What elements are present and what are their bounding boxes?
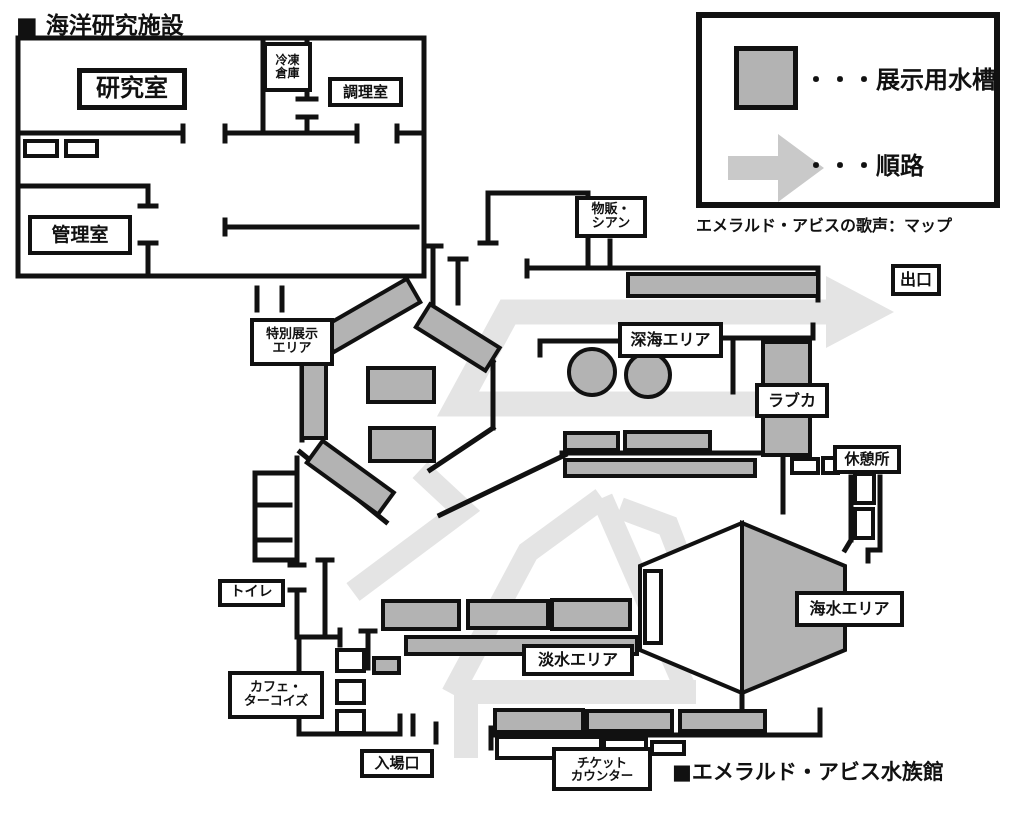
label-freshwater-area: 淡水エリア (522, 644, 634, 676)
tank-bottom-2 (585, 709, 674, 733)
tank-special-diag (303, 438, 397, 518)
cafe-table-2 (335, 679, 366, 705)
research-facility-title: ■ 海洋研究施設 (16, 13, 184, 39)
aquarium-title: ■エメラルド・アビス水族館 (672, 760, 944, 784)
walls (15, 35, 883, 751)
tank-round-2 (624, 351, 672, 399)
label-shop: 物販・ シアン (575, 196, 647, 238)
label-entrance: 入場口 (360, 749, 434, 778)
route-arrow-head (826, 276, 894, 348)
tank-bottom-3 (678, 709, 767, 733)
tank-cafe-small (372, 656, 401, 675)
ticket-counter-3 (650, 740, 686, 756)
tank-special-mid-2 (368, 426, 436, 463)
legend-box: ・・・展示用水槽 ・・・順路 (696, 12, 1000, 208)
desk-1 (23, 139, 59, 158)
seawater-window (643, 569, 663, 645)
label-rest-area: 休憩所 (833, 445, 901, 474)
tank-fresh-2 (466, 599, 550, 630)
tank-special-roof-left (317, 276, 424, 355)
bench-4 (853, 507, 875, 540)
desk-2 (64, 139, 99, 158)
seawater-hex-gray (740, 519, 847, 697)
tank-mid-2 (623, 430, 712, 452)
map-caption: エメラルド・アビスの歌声：マップ (696, 216, 953, 235)
tank-fresh-1 (381, 599, 461, 631)
tank-bottom-1 (493, 708, 585, 734)
cafe-table-3 (335, 709, 366, 735)
tank-legend-swatch (734, 46, 798, 110)
tank-special-roof-right (413, 301, 503, 374)
label-cafe: カフェ・ ターコイズ (228, 671, 324, 719)
label-toilet: トイレ (218, 579, 285, 607)
bench-3 (853, 472, 876, 505)
label-seawater-area: 海水エリア (795, 591, 904, 627)
route-arrow-icon (728, 134, 824, 202)
label-frilled-shark: ラブカ (755, 383, 829, 418)
label-special-exhibit-area: 特別展示 エリア (250, 318, 334, 366)
tank-mid-1 (563, 431, 620, 452)
bench-1 (790, 457, 820, 475)
cafe-table-1 (335, 648, 366, 673)
label-ticket-counter: チケット カウンター (552, 747, 652, 791)
tank-fresh-3 (550, 598, 632, 631)
tank-top-long (626, 272, 820, 298)
route-legend-label: ・・・順路 (804, 152, 924, 180)
tank-legend-label: ・・・展示用水槽 (804, 66, 996, 94)
tank-mid-long (563, 458, 757, 478)
label-research-room: 研究室 (77, 68, 187, 110)
label-deep-sea-area: 深海エリア (618, 322, 723, 358)
tank-special-mid-1 (366, 366, 436, 404)
tank-special-left (300, 360, 328, 440)
label-kitchen: 調理室 (328, 77, 403, 107)
label-freezer-storage: 冷凍 倉庫 (263, 42, 312, 92)
label-exit: 出口 (891, 264, 941, 296)
tank-round-1 (567, 347, 617, 397)
label-office: 管理室 (28, 215, 132, 255)
